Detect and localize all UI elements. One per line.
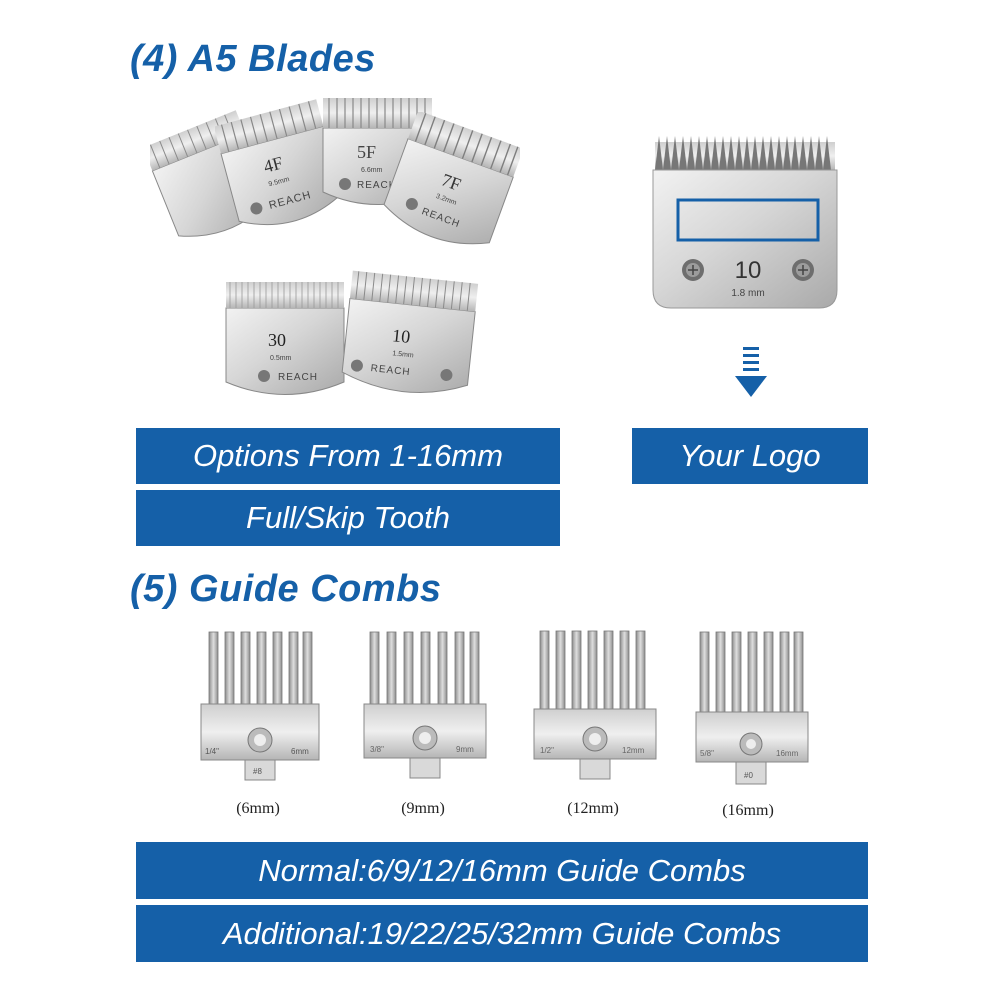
guide-comb-6mm: 1/4" 6mm #8 [200,631,320,781]
blade-size-10: 10 1.5mm REACH [341,270,479,393]
logo-blade-number: 10 [735,257,762,284]
comb-engraving-right: 9mm [456,745,474,754]
logo-placeholder-box [676,198,820,242]
blade-size-5f-mm: 6.6mm [361,167,383,174]
normal-combs-banner: Normal:6/9/12/16mm Guide Combs [136,842,868,899]
blade-brand: REACH [370,363,411,378]
comb-engraving-right: 16mm [776,749,799,758]
comb-size-label: (9mm) [401,800,445,817]
comb-size-label: (6mm) [236,800,280,817]
comb-engraving-left: 5/8" [700,749,714,758]
options-range-banner: Options From 1-16mm [136,428,560,484]
blade-product-photo: 3 4F 9.5mm REACH [150,92,530,422]
comb-engraving-right: 12mm [622,746,645,755]
blades-section-title: (4) A5 Blades [130,38,376,80]
blade-size-30-number: 30 [268,330,286,350]
blade-brand: REACH [278,372,318,383]
blade-size-4f-number: 4F [261,153,285,177]
blade-size-5f-number: 5F [357,142,376,162]
logo-blade-mm: 1.8 mm [731,288,764,299]
comb-engraving-left: 1/4" [205,747,219,756]
comb-number: #8 [253,767,262,776]
blade-size-7f: 7F 3.2mm REACH [383,112,520,245]
guide-comb-12mm: 1/2" 12mm [533,630,657,780]
blade-size-30-mm: 0.5mm [270,355,292,362]
comb-size-label: (16mm) [722,802,774,819]
your-logo-banner: Your Logo [632,428,868,484]
guide-comb-16mm: 5/8" 16mm #0 [695,631,809,785]
comb-size-label: (12mm) [567,800,619,817]
comb-engraving-left: 1/2" [540,746,554,755]
tooth-type-banner: Full/Skip Tooth [136,490,560,546]
blade-size-10-number: 10 [391,325,411,347]
logo-blade-photo: 10 1.8 mm [652,136,838,309]
arrow-down-icon [735,347,767,397]
comb-engraving-right: 6mm [291,747,309,756]
blade-size-30: 30 0.5mm REACH [225,282,345,395]
additional-combs-banner: Additional:19/22/25/32mm Guide Combs [136,905,868,962]
blade-size-10-mm: 1.5mm [392,350,414,359]
comb-number: #0 [744,771,753,780]
comb-engraving-left: 3/8" [370,745,384,754]
guide-comb-9mm: 3/8" 9mm [363,631,487,779]
blade-brand: REACH [357,180,397,191]
combs-section-title: (5) Guide Combs [130,568,442,610]
